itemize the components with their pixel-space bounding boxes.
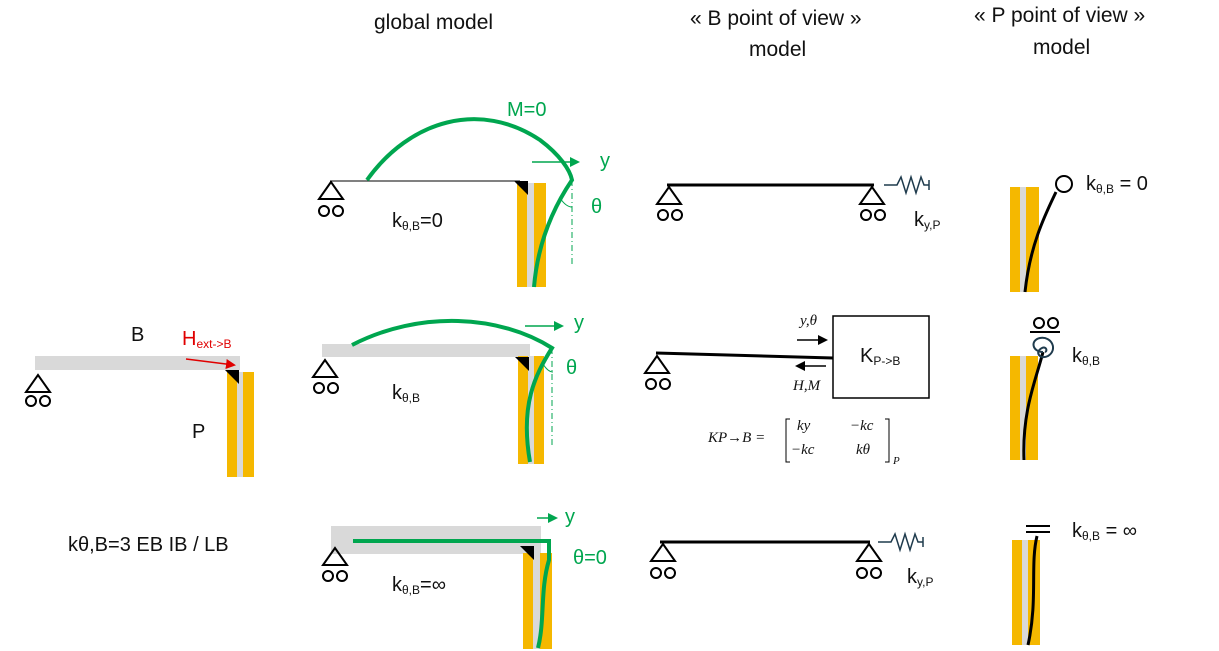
row2-bview bbox=[643, 315, 930, 463]
spring-label-row3: ky,P bbox=[907, 566, 934, 589]
theta-label-row2: θ bbox=[566, 357, 578, 379]
hinge-icon bbox=[1055, 175, 1073, 193]
deformed-pile bbox=[1026, 535, 1039, 646]
header-b-view-line2: model bbox=[749, 38, 807, 61]
pile-core bbox=[1020, 187, 1026, 292]
matrix-brackets bbox=[785, 418, 890, 463]
pin-support-right bbox=[855, 542, 883, 579]
clamp-icon bbox=[1026, 525, 1050, 533]
deformed-shape bbox=[365, 117, 575, 288]
row3-pview bbox=[1012, 525, 1050, 646]
pile-p-core bbox=[237, 372, 243, 477]
pile-core bbox=[1022, 540, 1028, 645]
pin-support bbox=[317, 180, 345, 217]
pile-core bbox=[1020, 356, 1026, 460]
arrow-in-label: y,θ bbox=[800, 313, 817, 329]
p-k-label-row3: kθ,B = ∞ bbox=[1072, 520, 1138, 543]
beam-line bbox=[655, 351, 834, 360]
matrix-a12: −kc bbox=[850, 418, 874, 434]
theta-arc bbox=[542, 363, 554, 373]
deformed-shape bbox=[351, 318, 555, 463]
rigid-corner bbox=[520, 546, 534, 560]
pile-core bbox=[527, 183, 534, 287]
p-k-label-row1: kθ,B = 0 bbox=[1086, 173, 1148, 196]
stiffness-box-label: KP->B bbox=[860, 345, 901, 368]
theta-label-row1: θ bbox=[591, 196, 603, 218]
row3-global bbox=[321, 513, 558, 649]
matrix-subscript: P bbox=[893, 455, 900, 467]
y-label-row3: y bbox=[565, 506, 575, 528]
rotational-spring-icon bbox=[1032, 336, 1055, 358]
matrix-a22: kθ bbox=[856, 442, 871, 458]
row1-bview bbox=[655, 174, 930, 221]
row2-pview bbox=[1010, 317, 1060, 461]
beam-label: B bbox=[131, 324, 145, 346]
rigid-corner bbox=[515, 357, 529, 371]
beam-b bbox=[35, 356, 240, 370]
rigid-corner bbox=[225, 370, 239, 384]
beam bbox=[322, 344, 530, 357]
spring-label-row1: ky,P bbox=[914, 209, 941, 232]
moment-label: M=0 bbox=[507, 99, 547, 121]
stiffness-box bbox=[832, 315, 930, 399]
pin-support-right bbox=[858, 185, 886, 221]
deformed-pile bbox=[1022, 351, 1045, 461]
pile-label: P bbox=[192, 421, 206, 443]
rigid-corner bbox=[514, 181, 528, 195]
p-k-label-row2: kθ,B bbox=[1072, 345, 1101, 368]
pin-support bbox=[311, 358, 339, 394]
k-label-row2: kθ,B bbox=[392, 382, 421, 405]
pin-support-left bbox=[643, 354, 671, 390]
row2-global bbox=[311, 318, 564, 464]
arrow-out-label: H,M bbox=[793, 378, 821, 394]
stiffness-formula: kθ,B=3 EB IB / LB bbox=[68, 534, 229, 556]
force-label: Hext->B bbox=[182, 328, 232, 351]
pin-support-left bbox=[649, 542, 677, 579]
deformed-shape bbox=[353, 539, 551, 649]
pile-core bbox=[528, 356, 534, 464]
spring-icon bbox=[884, 174, 930, 196]
header-p-view-line1: « P point of view » bbox=[974, 4, 1146, 27]
pin-support-left bbox=[655, 185, 683, 221]
theta-label-row3: θ=0 bbox=[573, 547, 607, 569]
k-label-row1: kθ,B=0 bbox=[392, 210, 443, 233]
header-global-model: global model bbox=[374, 11, 494, 34]
left-structure bbox=[24, 356, 254, 477]
theta-arc bbox=[559, 197, 573, 208]
matrix-a11: ky bbox=[797, 418, 811, 434]
deformed-pile bbox=[1023, 191, 1058, 293]
roller-icon bbox=[1030, 317, 1060, 333]
header-p-view-line2: model bbox=[1033, 36, 1091, 59]
matrix-a21: −kc bbox=[791, 442, 815, 458]
header-b-view-line1: « B point of view » bbox=[690, 7, 862, 30]
y-label-row1: y bbox=[600, 150, 610, 172]
pin-support-left bbox=[24, 373, 52, 407]
pile-core bbox=[533, 553, 540, 649]
spring-icon bbox=[878, 531, 924, 553]
k-label-row3: kθ,B=∞ bbox=[392, 574, 446, 597]
y-label-row2: y bbox=[574, 312, 584, 334]
force-arrow bbox=[185, 358, 236, 369]
row3-bview bbox=[649, 531, 924, 579]
row1-pview bbox=[1010, 175, 1073, 293]
pin-support bbox=[321, 546, 349, 582]
matrix-lhs: KP→B = bbox=[708, 430, 766, 446]
row1-global bbox=[317, 117, 580, 288]
